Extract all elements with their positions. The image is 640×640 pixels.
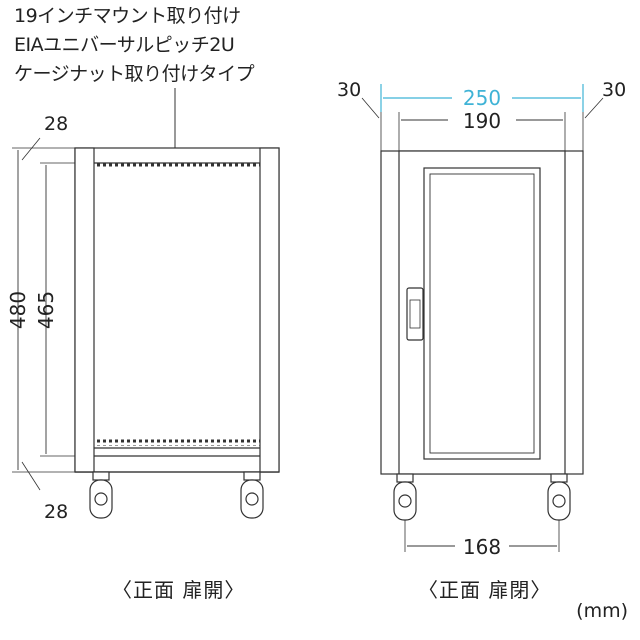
dim-caster-span-label: 168 — [463, 535, 501, 559]
caster-left — [89, 471, 113, 519]
dim-250-line — [380, 84, 584, 112]
caster-right — [240, 471, 264, 519]
cabinet-body-open — [74, 147, 280, 473]
caster-closed-right — [547, 473, 571, 521]
top-mount-rail — [94, 161, 260, 168]
dim-rail-height-label: 465 — [34, 291, 58, 329]
rail-note-line-1: 19インチマウント取り付け — [14, 5, 241, 27]
dim-bottom-offset-label: 28 — [44, 501, 68, 523]
dim-inner-width-label: 190 — [463, 109, 501, 133]
front-open-view — [12, 88, 280, 519]
bottom-mount-rail — [94, 439, 260, 446]
caster-closed-left — [393, 473, 417, 521]
rail-note-line-3: ケージナット取り付けタイプ — [14, 63, 255, 85]
dim-left-side-label: 30 — [337, 79, 361, 101]
right-side-post — [259, 147, 280, 473]
dim-right-side-label: 30 — [602, 79, 626, 101]
dim-total-width-label: 250 — [463, 86, 501, 110]
front-open-caption: 〈正面 扉開〉 — [112, 578, 246, 602]
door-handle — [406, 287, 424, 341]
unit-label: (mm) — [576, 600, 628, 622]
rail-note-line-2: EIAユニバーサルピッチ2U — [14, 34, 235, 56]
front-closed-view — [361, 97, 604, 552]
dim-top-offset-label: 28 — [44, 113, 68, 135]
left-side-post — [74, 147, 95, 473]
dim-total-height-label: 480 — [6, 291, 30, 329]
front-closed-caption: 〈正面 扉閉〉 — [418, 578, 552, 602]
